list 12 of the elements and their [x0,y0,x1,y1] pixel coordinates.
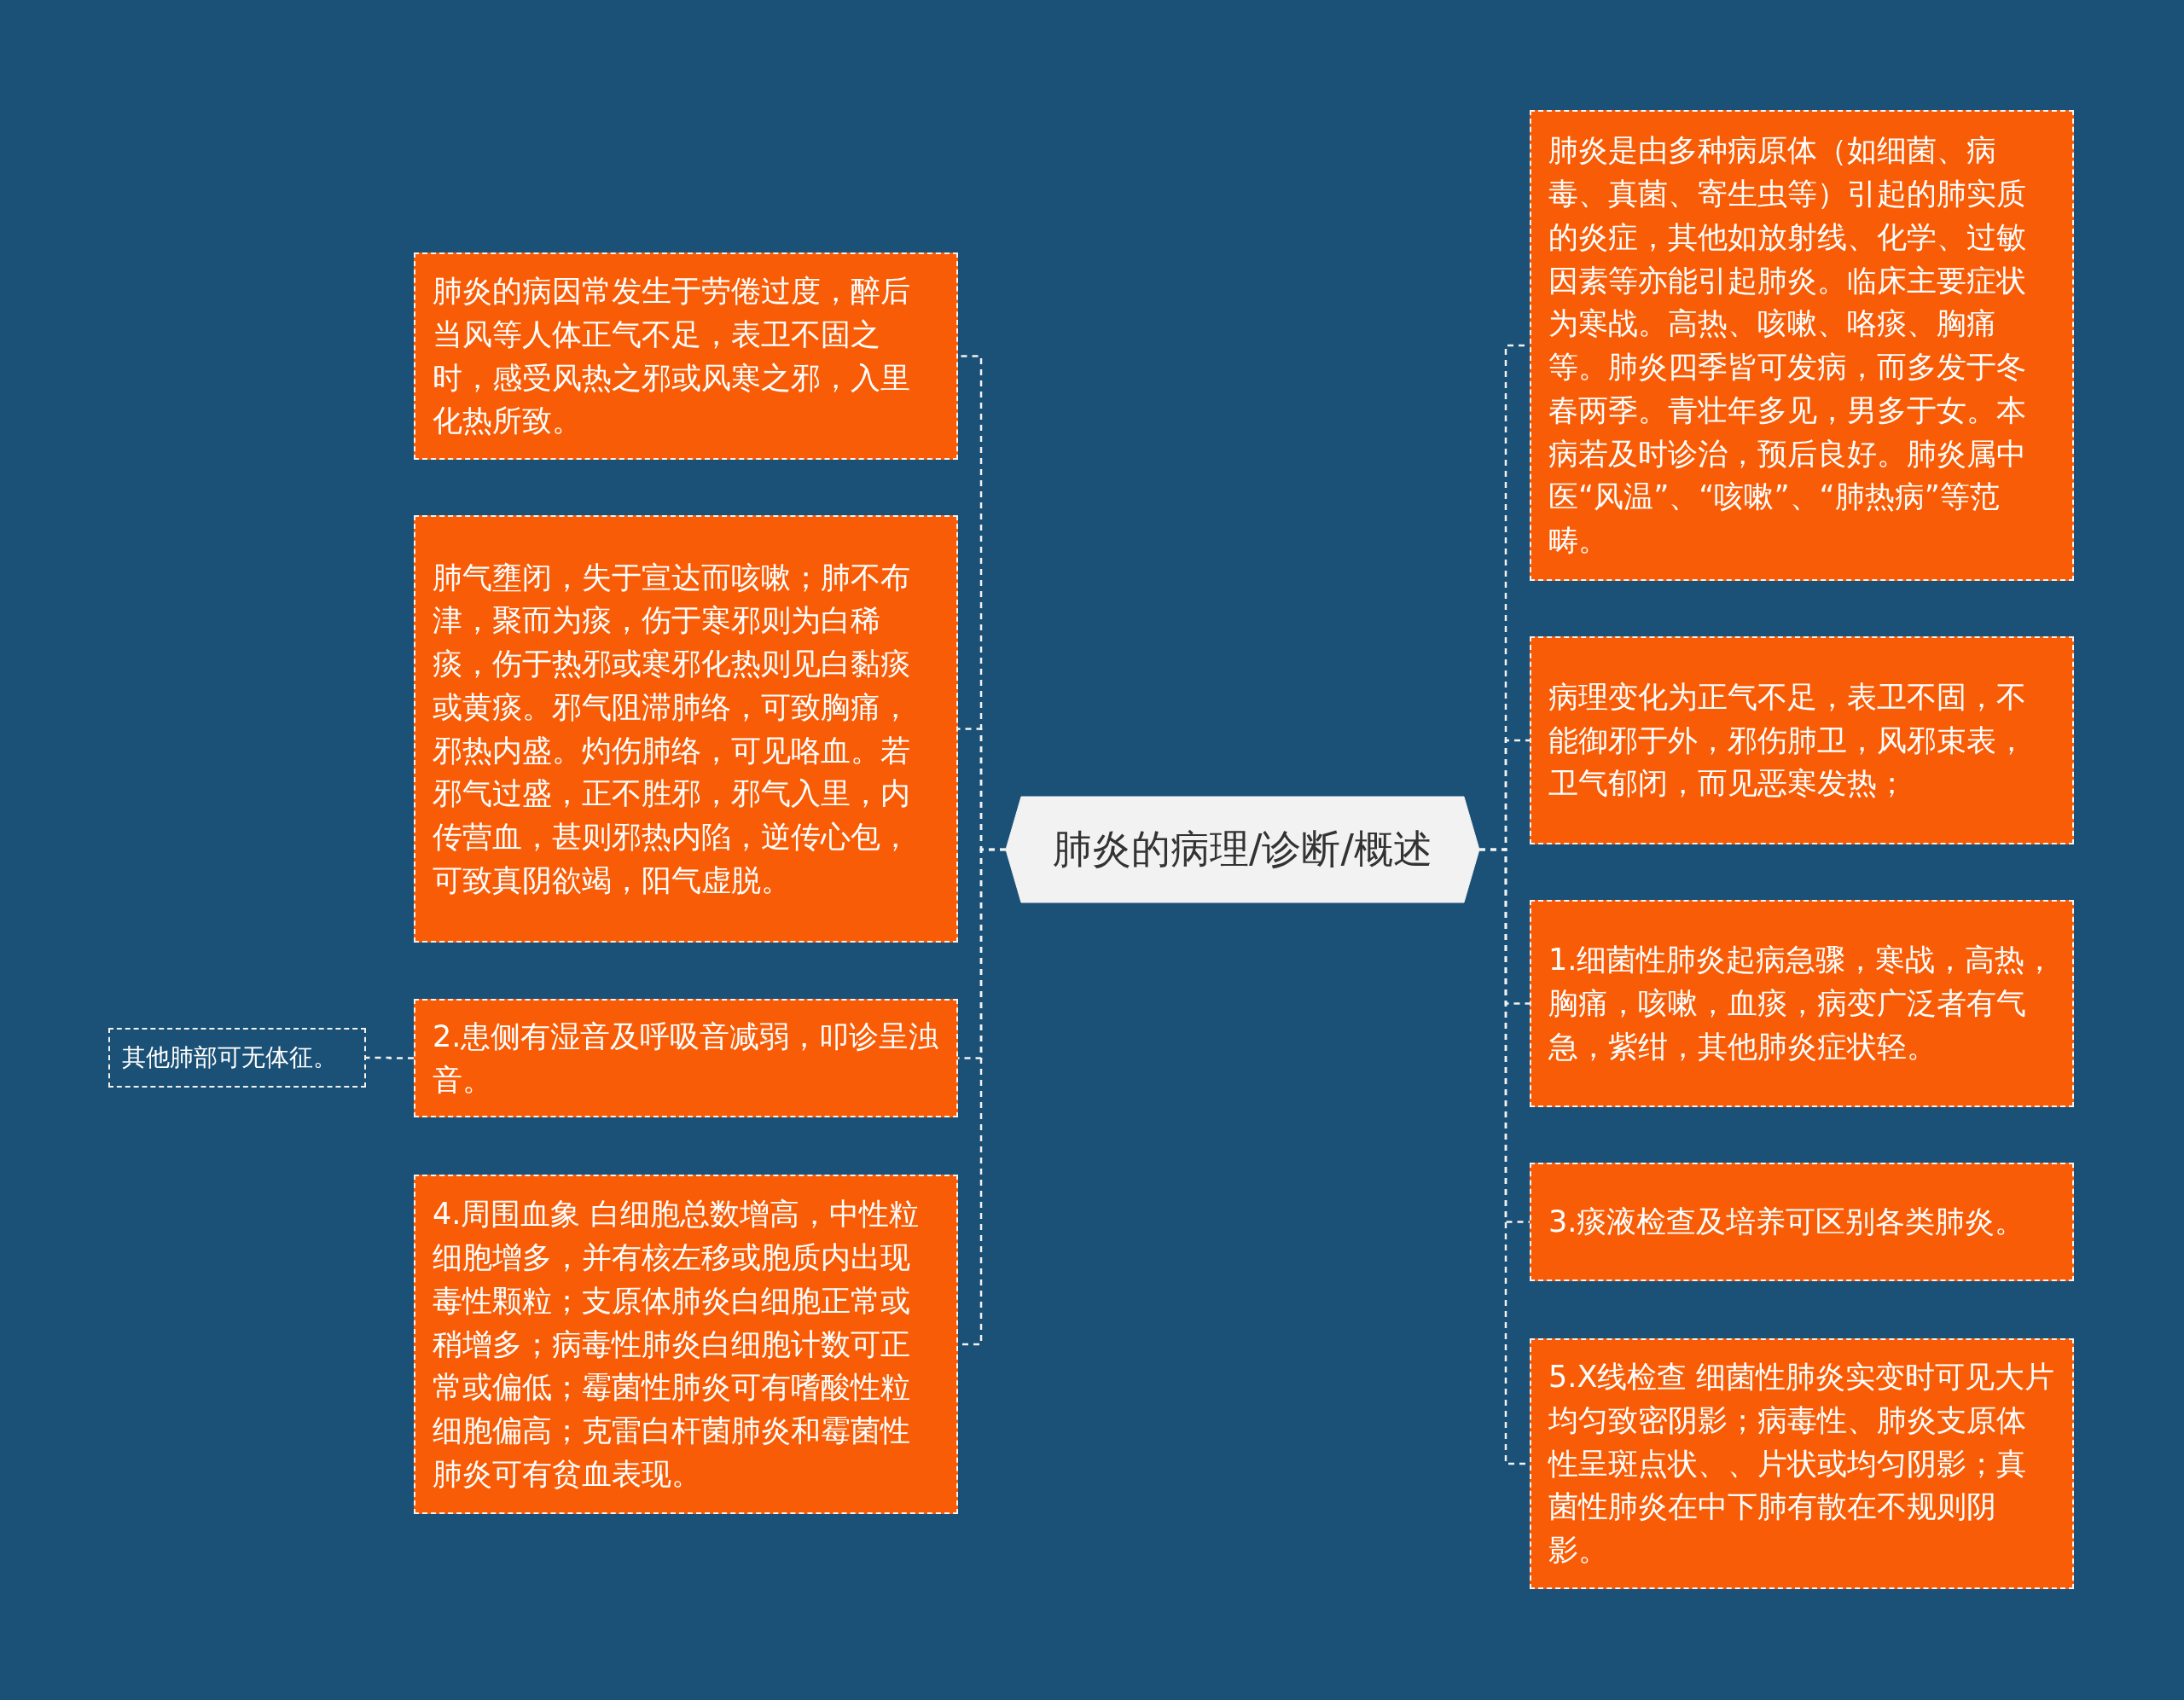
note-box: 其他肺部可无体征。 [108,1028,366,1088]
topic-box: 2.患侧有湿音及呼吸音减弱，叩诊呈浊音。 [414,999,958,1117]
topic-box: 肺炎是由多种病原体（如细菌、病毒、真菌、寄生虫等）引起的肺实质的炎症，其他如放射线、化学、过敏因素等亦能引起肺炎。临床主要症状为寒战。高热、咳嗽、咯痰、胸痛等。肺炎四季皆可发病，而多发于冬春两季。青壮年多见，男多于女。本病若及时诊治，预后良好。肺炎属中医“风温”、“咳嗽”、“肺热病”等范畴。 [1530,110,2074,581]
topic-box: 病理变化为正气不足，表卫不固，不能御邪于外，邪伤肺卫，风邪束表，卫气郁闭，而见恶寒发热； [1530,636,2074,844]
topic-box: 1.细菌性肺炎起病急骤，寒战，高热，胸痛，咳嗽，血痰，病变广泛者有气急，紫绀，其他肺炎症状轻。 [1530,900,2074,1107]
topic-box: 4.周围血象 白细胞总数增高，中性粒细胞增多，并有核左移或胞质内出现毒性颗粒；支原体肺炎白细胞正常或稍增多；病毒性肺炎白细胞计数可正常或偏低；霉菌性肺炎可有嗜酸性粒细胞偏高；克雷白杆菌肺炎和霉菌性肺炎可有贫血表现。 [414,1175,958,1514]
topic-box: 3.痰液检查及培养可区别各类肺炎。 [1530,1163,2074,1281]
topic-box: 肺气壅闭，失于宣达而咳嗽；肺不布津，聚而为痰，伤于寒邪则为白稀痰，伤于热邪或寒邪化热则见白黏痰或黄痰。邪气阻滞肺络，可致胸痛，邪热内盛。灼伤肺络，可见咯血。若邪气过盛，正不胜邪，邪气入里，内传营血，甚则邪热内陷，逆传心包，可致真阴欲竭，阳气虚脱。 [414,515,958,943]
connector-line [366,1056,414,1059]
topic-box: 5.X线检查 细菌性肺炎实变时可见大片均匀致密阴影；病毒性、肺炎支原体性呈斑点状、、片状或均匀阴影；真菌性肺炎在中下肺有散在不规则阴影。 [1530,1338,2074,1589]
central-topic-text: 肺炎的病理/诊断/概述 [1053,825,1432,873]
topic-box: 肺炎的病因常发生于劳倦过度，醉后当风等人体正气不足，表卫不固之时，感受风热之邪或风寒之邪，入里化热所致。 [414,252,958,460]
